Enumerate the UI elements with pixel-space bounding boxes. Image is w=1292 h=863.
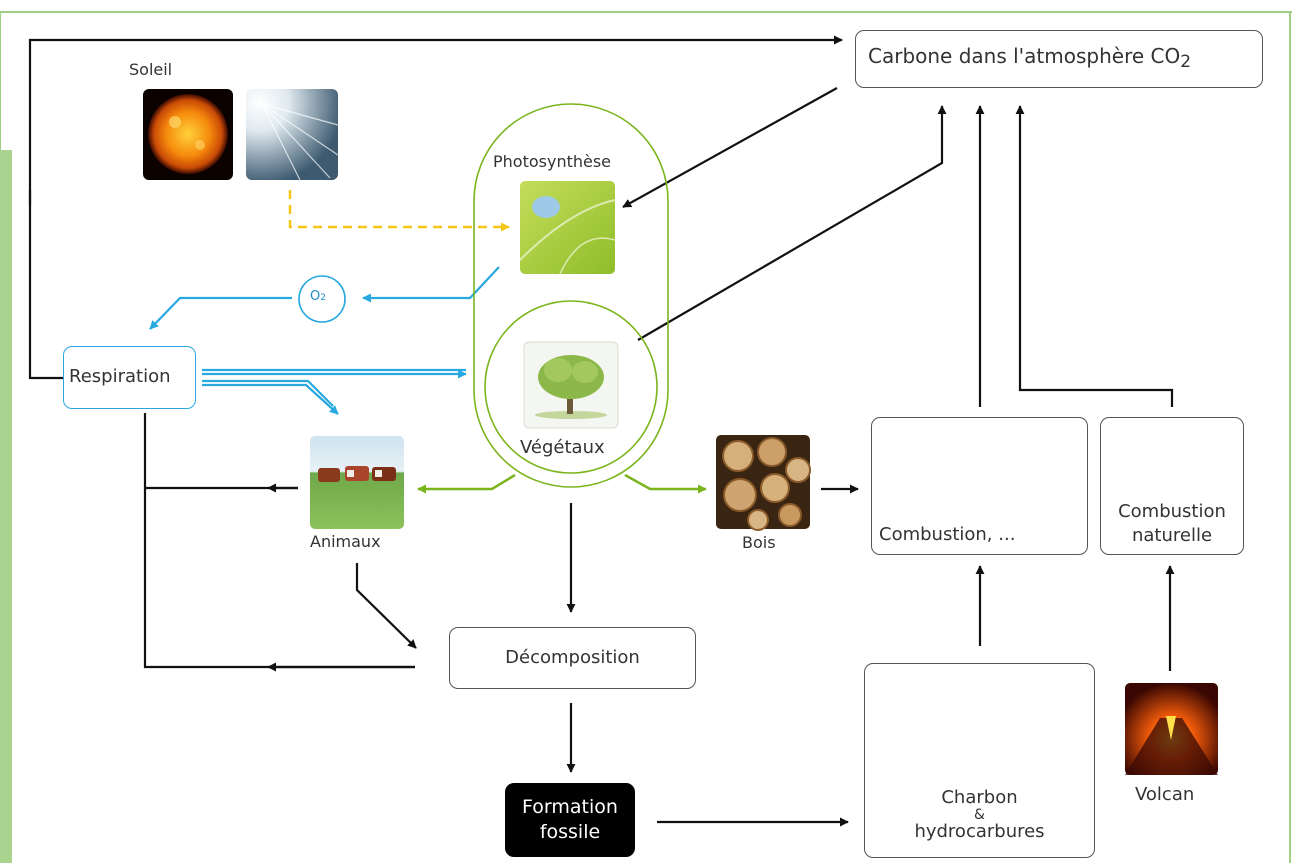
natural-combustion-label: Combustion naturelle (1100, 500, 1244, 548)
plant-capsule (473, 103, 669, 488)
soleil-label: Soleil (129, 60, 173, 79)
natural-combustion-line1: Combustion (1118, 501, 1226, 522)
coal-hydrocarbons-box (864, 663, 1095, 858)
photosynthese-label: Photosynthèse (493, 152, 612, 171)
fossil-formation-line1: Formation (522, 796, 618, 818)
page-frame (0, 11, 1292, 863)
atmosphere-subscript: 2 (1180, 52, 1192, 72)
carbon-flow-arrows (28, 35, 1175, 827)
coal-line3: hydrocarbures (914, 821, 1045, 842)
fossil-formation-line2: fossile (539, 821, 601, 843)
photosynthesis-vegetaux-capsule (473, 103, 669, 488)
sunlight-picture (246, 89, 339, 181)
arrow-vegetaux-to-atmosphere (637, 105, 947, 341)
arrow-left-loop-top (28, 35, 843, 205)
coal-line1: Charbon (941, 787, 1018, 808)
combustion-box (871, 417, 1088, 555)
animaux-label: Animaux (310, 532, 381, 551)
volcano-picture (1125, 683, 1218, 775)
atmosphere-box (855, 30, 1263, 88)
arrow-photosynthesis-to-o2 (362, 266, 500, 303)
o2-label: O2 (310, 289, 326, 304)
arrow-respiration-to-animaux (202, 383, 339, 415)
cows-picture (310, 436, 404, 529)
arrow-atmosphere-to-photosynthesis (622, 87, 838, 208)
arrow-respiration-to-animaux-a (202, 379, 334, 407)
arrow-animaux-to-decomposition (355, 563, 417, 649)
respiration-box (63, 346, 196, 409)
atmosphere-text: Carbone dans l'atmosphère CO (868, 44, 1181, 68)
natural-combustion-box (1100, 417, 1244, 555)
sun-picture (143, 89, 233, 180)
respiration-label: Respiration (69, 366, 171, 387)
oxygen-flow-arrows (149, 266, 500, 415)
atmosphere-label: Carbone dans l'atmosphère CO2 (868, 44, 1191, 72)
arrow-sunlight-to-photosynthesis (288, 190, 510, 232)
arrow-respiration-to-atmosphere (28, 190, 63, 380)
decomposition-label: Décomposition (505, 647, 640, 668)
natural-combustion-line2: naturelle (1131, 525, 1213, 546)
wood-picture (716, 435, 811, 531)
fossil-formation-box (505, 783, 635, 857)
volcan-label: Volcan (1135, 784, 1195, 805)
vegetaux-label: Végétaux (520, 437, 605, 458)
coal-hydrocarbons-label: Charbon & hydrocarbures (864, 788, 1095, 842)
arrow-vegetaux-to-animaux (417, 473, 516, 494)
leaf-picture (519, 181, 616, 275)
coal-line2: & (974, 807, 985, 823)
o2-circle (298, 275, 346, 323)
tree-picture (523, 341, 619, 429)
arrow-o2-to-respiration (149, 296, 292, 330)
fossil-formation-label: Formation fossile (505, 795, 635, 845)
arrow-natural-combustion-to-atmosphere (1015, 105, 1174, 407)
plant-flow-arrows (417, 473, 707, 494)
bois-label: Bois (742, 533, 776, 552)
o2-text: O (310, 289, 321, 304)
o2-subscript: 2 (320, 293, 326, 303)
vegetaux-circle (484, 300, 658, 474)
arrow-vegetaux-to-bois (624, 473, 707, 494)
combustion-label: Combustion, ... (879, 524, 1016, 545)
decomposition-box (449, 627, 696, 689)
